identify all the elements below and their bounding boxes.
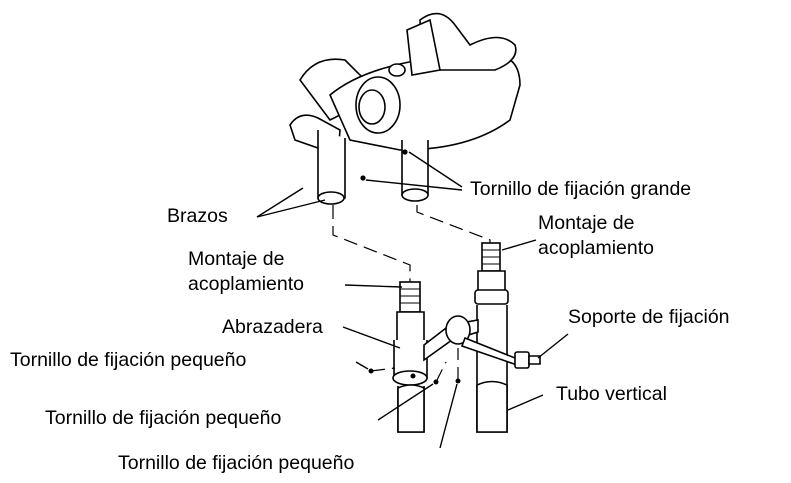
bracket	[423, 315, 541, 369]
label-montaje-izquierdo-line2: acoplamiento	[188, 273, 304, 295]
label-montaje-izquierdo-line1: Montaje de	[188, 248, 285, 270]
label-tornillo-pequeno-3: Tornillo de fijación pequeño	[118, 452, 355, 474]
label-montaje-derecho-line1: Montaje de	[538, 212, 635, 234]
label-tornillo-pequeno-1: Tornillo de fijación pequeño	[10, 349, 247, 371]
label-tornillo-pequeno-2: Tornillo de fijación pequeño	[45, 407, 282, 429]
label-montaje-derecho-line2: acoplamiento	[538, 237, 654, 259]
small-screws	[368, 348, 461, 385]
label-brazos: Brazos	[167, 205, 228, 227]
vertical-tubes	[397, 380, 508, 433]
label-abrazadera: Abrazadera	[222, 316, 323, 338]
label-soporte: Soporte de fijación	[568, 306, 730, 328]
faucet-body	[289, 12, 521, 205]
alignment-lines	[332, 205, 491, 285]
label-tubo-vertical: Tubo vertical	[556, 383, 667, 405]
label-tornillo-grande: Tornillo de fijación grande	[470, 178, 692, 200]
right-coupling	[474, 242, 509, 433]
leader-lines	[256, 151, 569, 449]
